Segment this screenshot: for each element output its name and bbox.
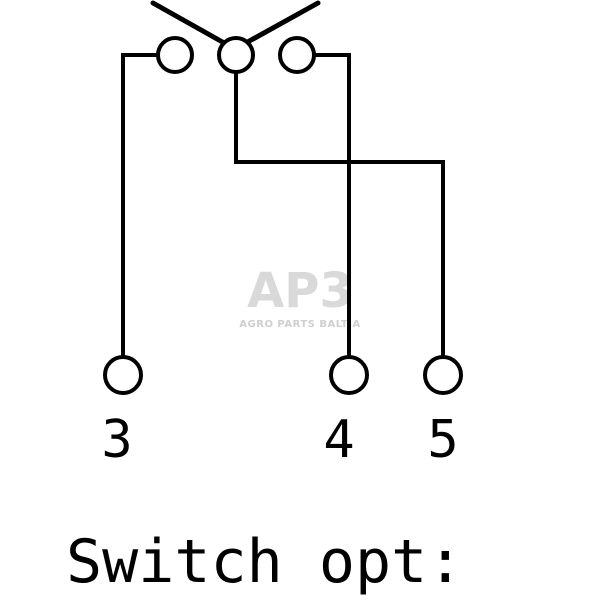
terminal-4-label: 4 (323, 410, 354, 470)
diagram-caption: Switch opt: (66, 527, 463, 597)
wire-terminal-4 (312, 53, 351, 359)
terminal-3-node (103, 355, 143, 395)
terminal-5-node (423, 355, 463, 395)
switch-lever-left (150, 0, 229, 47)
terminal-4-node (329, 355, 369, 395)
contact-common (217, 36, 255, 74)
contact-right (278, 36, 316, 74)
watermark-logo: AP3 (247, 263, 353, 319)
contact-left (156, 36, 194, 74)
watermark-subtitle: AGRO PARTS BALTIA (239, 319, 360, 330)
wire-terminal-5 (234, 71, 445, 359)
terminal-3-label: 3 (101, 410, 132, 470)
switch-lever-right (241, 0, 321, 47)
wire-terminal-3 (121, 53, 160, 359)
terminal-5-label: 5 (427, 410, 458, 470)
watermark: AP3 AGRO PARTS BALTIA (239, 263, 360, 330)
